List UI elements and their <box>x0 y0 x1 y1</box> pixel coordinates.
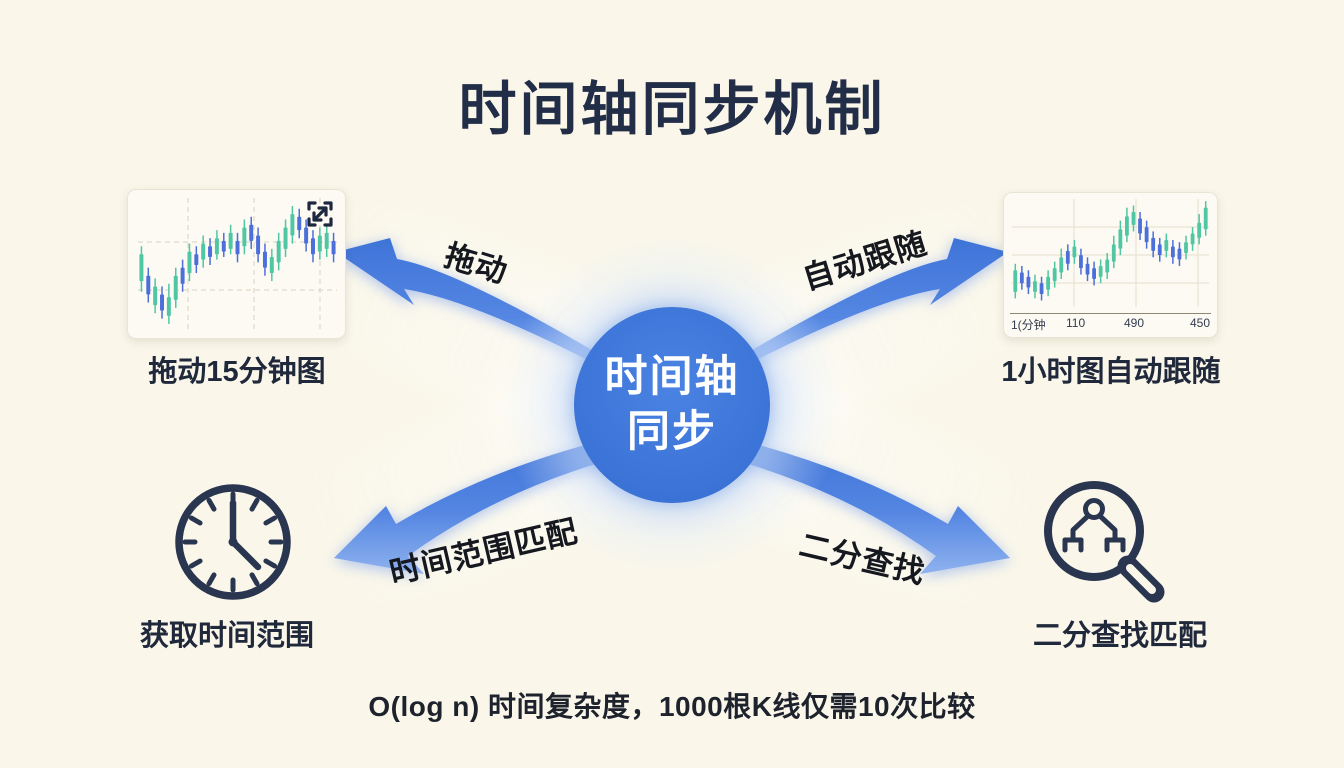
caption-drag-15min: 拖动15分钟图 <box>148 356 326 388</box>
expand-icon <box>307 201 333 227</box>
x-tick-label: 1(分钟 <box>1011 318 1046 332</box>
binary-search-magnifier-icon <box>1028 468 1178 623</box>
x-tick-label: 490 <box>1124 316 1145 330</box>
caption-binary-search-match: 二分查找匹配 <box>1032 620 1208 652</box>
clock-icon <box>170 479 296 610</box>
caption-1hour-follow: 1小时图自动跟随 <box>1001 356 1221 388</box>
arrow-top-right <box>718 238 1008 380</box>
footer-complexity-note: O(log n) 时间复杂度，1000根K线仅需10次比较 <box>368 691 976 722</box>
x-tick-label: 450 <box>1189 316 1210 330</box>
center-node-line2: 同步 <box>627 408 717 456</box>
x-tick-label: 110 <box>1066 316 1086 330</box>
candlestick-chart-15min <box>138 198 337 332</box>
x-axis-labels: 1(分钟 110 490 450 <box>1004 316 1217 334</box>
center-node-line1: 时间轴 <box>604 352 740 401</box>
center-node: 时间轴 同步 <box>574 307 770 503</box>
caption-get-time-range: 获取时间范围 <box>139 620 315 652</box>
arrow-top-left <box>336 238 626 380</box>
x-axis-line <box>1010 312 1211 314</box>
candlestick-chart-1hour <box>1012 199 1209 307</box>
chart-card-15min <box>127 189 346 339</box>
chart-card-1hour: 1(分钟 110 490 450 <box>1003 192 1218 338</box>
page-title: 时间轴同步机制 <box>458 77 886 142</box>
